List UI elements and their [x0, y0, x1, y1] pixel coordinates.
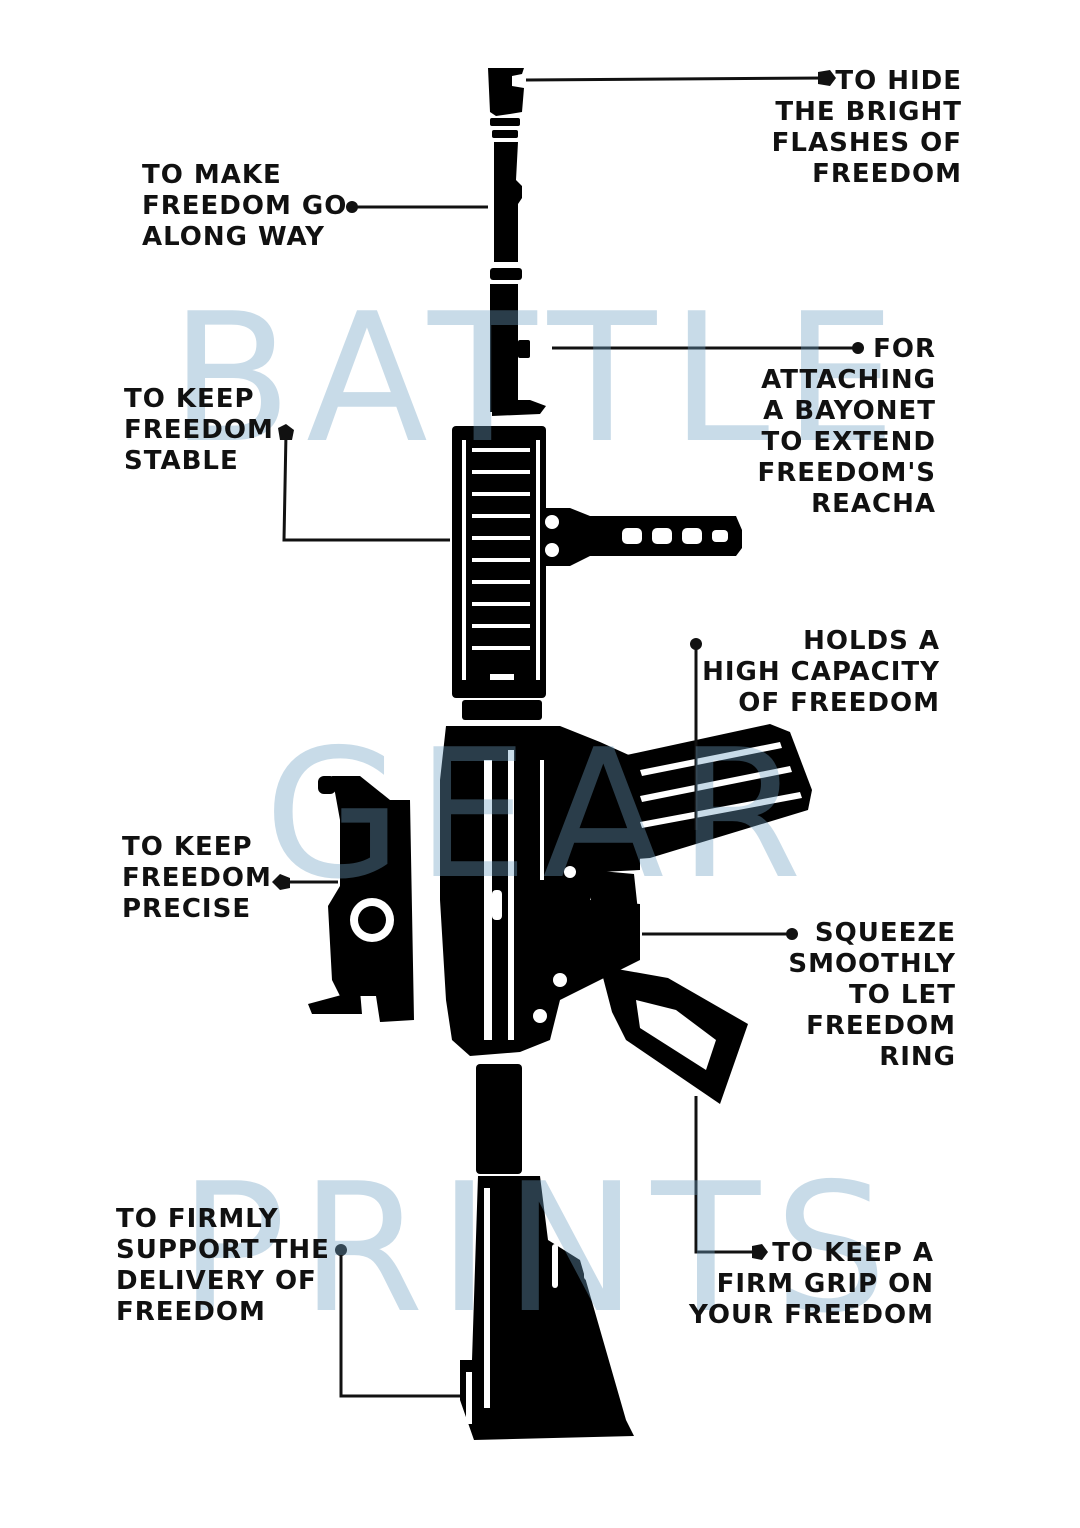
- callout-flash-hider: TO HIDE THE BRIGHT FLASHES OF FREEDOM: [772, 66, 962, 190]
- callout-line: DELIVERY OF: [116, 1266, 330, 1297]
- dot-barrel: [346, 201, 358, 213]
- callout-grip: TO KEEP A FIRM GRIP ON YOUR FREEDOM: [689, 1238, 934, 1331]
- callout-line: RING: [788, 1042, 956, 1073]
- barrel-ring-1: [490, 118, 520, 126]
- optic-flip-part: [308, 990, 362, 1014]
- callout-line: STABLE: [124, 446, 274, 477]
- callout-line: TO KEEP: [122, 832, 272, 863]
- callout-line: FREEDOM GO: [142, 191, 347, 222]
- callout-line: TO KEEP A: [689, 1238, 934, 1269]
- callout-trigger: SQUEEZE SMOOTHLY TO LET FREEDOM RING: [788, 918, 956, 1073]
- callout-line: SQUEEZE: [788, 918, 956, 949]
- callout-line: TO LET: [788, 980, 956, 1011]
- callout-line: TO FIRMLY: [116, 1204, 330, 1235]
- callout-handguard: TO KEEP FREEDOM STABLE: [124, 384, 274, 477]
- callout-magazine: HOLDS A HIGH CAPACITY OF FREEDOM: [702, 626, 940, 719]
- callout-line: ALONG WAY: [142, 222, 347, 253]
- callout-bayonet-lug: FOR ATTACHING A BAYONET TO EXTEND FREEDO…: [757, 334, 936, 520]
- callout-line: REACHA: [757, 489, 936, 520]
- callout-line: A BAYONET: [757, 396, 936, 427]
- callout-barrel: TO MAKE FREEDOM GO ALONG WAY: [142, 160, 347, 253]
- callout-line: SMOOTHLY: [788, 949, 956, 980]
- callout-line: YOUR FREEDOM: [689, 1300, 934, 1331]
- callout-line: FIRM GRIP ON: [689, 1269, 934, 1300]
- callout-line: FOR: [757, 334, 936, 365]
- callout-line: FREEDOM'S: [757, 458, 936, 489]
- callout-optic: TO KEEP FREEDOM PRECISE: [122, 832, 272, 925]
- callout-line: TO HIDE: [772, 66, 962, 97]
- barrel-part: [494, 142, 522, 262]
- callout-line: TO EXTEND: [757, 427, 936, 458]
- callout-line: OF FREEDOM: [702, 688, 940, 719]
- callout-line: HIGH CAPACITY: [702, 657, 940, 688]
- callout-line: FREEDOM: [122, 863, 272, 894]
- callout-line: FLASHES OF: [772, 128, 962, 159]
- callout-line: THE BRIGHT: [772, 97, 962, 128]
- callout-line: FREEDOM: [772, 159, 962, 190]
- callout-line: TO MAKE: [142, 160, 347, 191]
- callout-line: HOLDS A: [702, 626, 940, 657]
- callout-line: ATTACHING: [757, 365, 936, 396]
- callout-line: FREEDOM: [116, 1297, 330, 1328]
- callout-line: SUPPORT THE: [116, 1235, 330, 1266]
- callout-line: TO KEEP: [124, 384, 274, 415]
- callout-line: FREEDOM: [124, 415, 274, 446]
- callout-stock: TO FIRMLY SUPPORT THE DELIVERY OF FREEDO…: [116, 1204, 330, 1328]
- dot-magazine: [690, 638, 702, 650]
- callout-line: FREEDOM: [788, 1011, 956, 1042]
- barrel-ring-2: [492, 130, 518, 138]
- flash-hider-part: [488, 68, 524, 116]
- callout-line: PRECISE: [122, 894, 272, 925]
